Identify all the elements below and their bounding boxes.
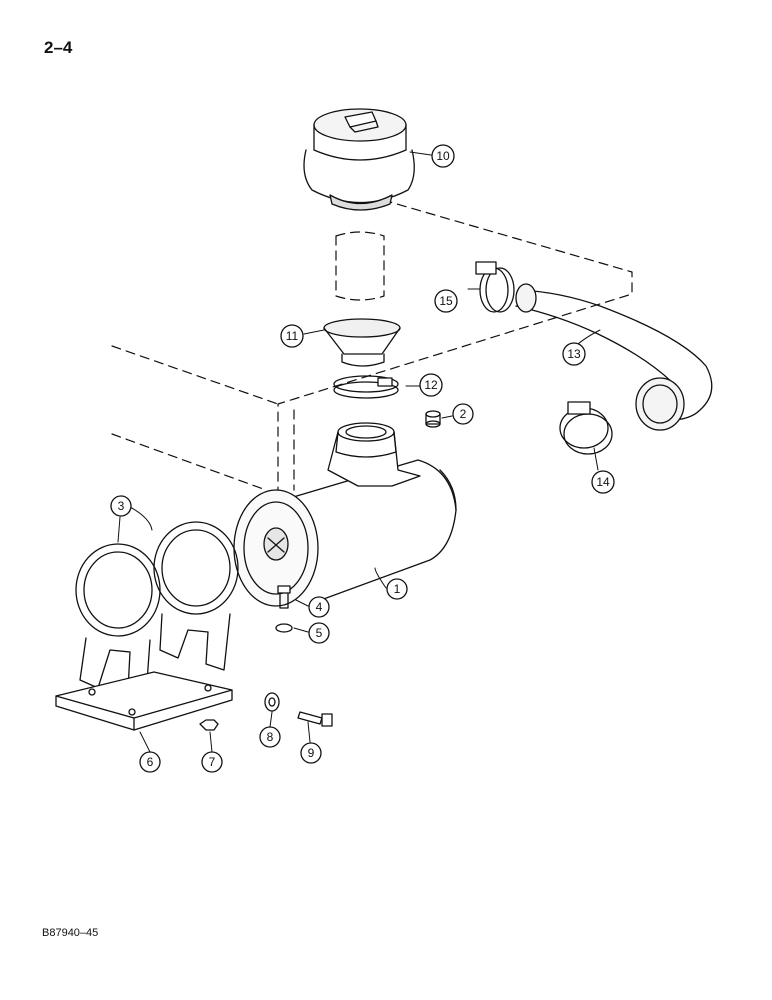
intake-hose [515, 283, 713, 431]
callout-2: 2 [452, 403, 474, 425]
callout-label: 2 [460, 407, 467, 421]
funnel-adapter [323, 318, 401, 367]
hex-nut [199, 719, 219, 731]
callout-6: 6 [139, 751, 161, 773]
callout-label: 10 [436, 149, 450, 163]
air-cleaner-housing [233, 422, 457, 607]
washer [275, 623, 293, 633]
callout-14: 14 [591, 470, 615, 494]
callout-11: 11 [280, 324, 304, 348]
callout-9: 9 [300, 742, 322, 764]
callout-label: 6 [147, 755, 154, 769]
mounting-strap-right [153, 521, 239, 671]
callout-12: 12 [419, 373, 443, 397]
housing-bolt [277, 585, 291, 609]
callout-label: 13 [567, 347, 581, 361]
callout-13: 13 [562, 342, 586, 366]
callout-3: 3 [110, 495, 132, 517]
callout-1: 1 [386, 578, 408, 600]
mounting-bracket [55, 671, 233, 731]
callout-label: 8 [267, 730, 274, 744]
band-clamp [333, 375, 399, 399]
precleaner-cap [303, 108, 415, 211]
leader-lines [117, 151, 601, 753]
callout-8: 8 [259, 726, 281, 748]
callout-label: 11 [286, 329, 299, 343]
callout-label: 3 [118, 499, 125, 513]
page-number: 2–4 [44, 38, 73, 57]
callout-label: 12 [424, 378, 438, 392]
callout-7: 7 [201, 751, 223, 773]
callout-label: 4 [316, 600, 323, 614]
lock-washer [264, 692, 280, 712]
figure-code: B87940–45 [42, 927, 99, 939]
hose-clamp-upper [475, 261, 515, 313]
callout-label: 1 [394, 582, 401, 596]
callout-label: 5 [316, 626, 323, 640]
assembly-dashed-lines [111, 199, 633, 491]
callout-label: 9 [308, 746, 315, 760]
callout-15: 15 [434, 289, 458, 313]
hose-clamp-lower [559, 401, 613, 455]
callout-10: 10 [431, 144, 455, 168]
callout-label: 7 [209, 755, 216, 769]
callout-5: 5 [308, 622, 330, 644]
callout-label: 14 [596, 475, 610, 489]
callout-4: 4 [308, 596, 330, 618]
bracket-bolt [297, 711, 333, 727]
service-indicator [425, 410, 441, 428]
callout-label: 15 [439, 294, 453, 308]
